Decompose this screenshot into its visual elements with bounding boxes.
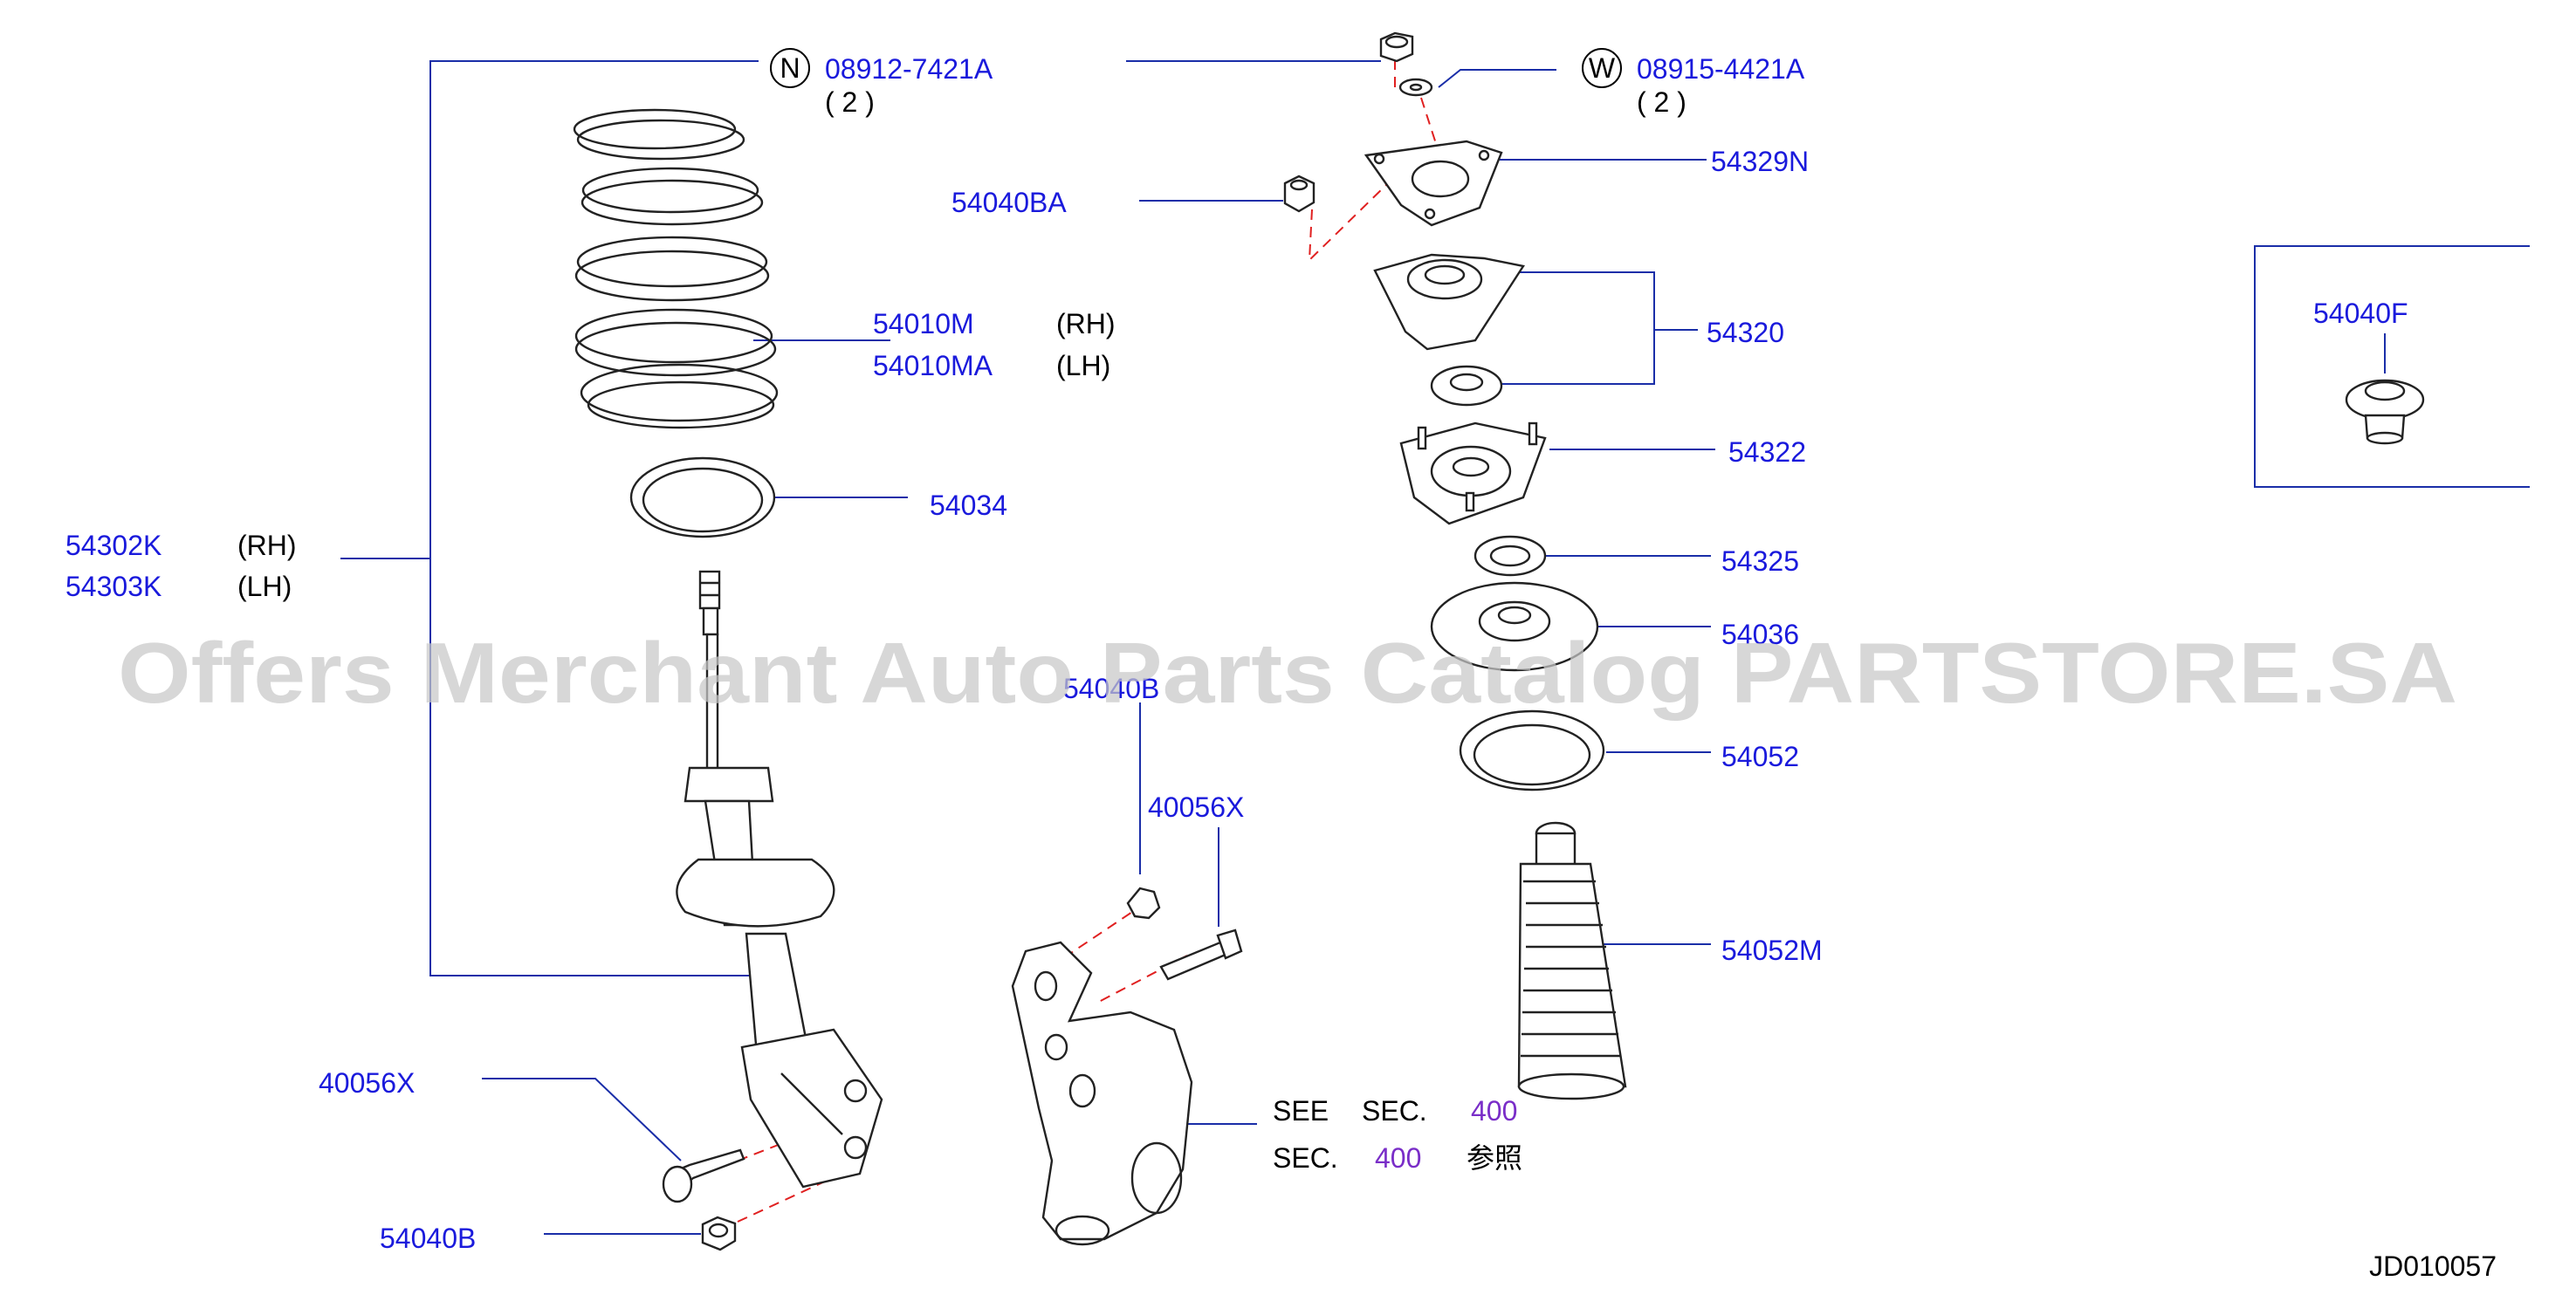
label-54010MA[interactable]: 54010MA <box>873 350 993 381</box>
coil-spring-illustration <box>573 108 779 429</box>
reference-kanji: 参照 <box>1467 1142 1522 1174</box>
label-54036[interactable]: 54036 <box>1721 619 1799 650</box>
label-54040F[interactable]: 54040F <box>2313 298 2408 329</box>
w-quantity: ( 2 ) <box>1637 86 1686 118</box>
label-54320[interactable]: 54320 <box>1707 317 1784 348</box>
label-40056X-left[interactable]: 40056X <box>319 1067 415 1099</box>
bolt-left-illustration <box>662 1148 745 1203</box>
label-54052[interactable]: 54052 <box>1721 741 1799 772</box>
label-54010MA-side: (LH) <box>1056 350 1110 381</box>
n-quantity: ( 2 ) <box>825 86 875 118</box>
label-54040B-bottom[interactable]: 54040B <box>380 1223 476 1254</box>
label-54325[interactable]: 54325 <box>1721 545 1799 577</box>
bump-cap-illustration <box>2345 379 2425 445</box>
washer-illustration <box>1398 78 1433 97</box>
n-symbol: N <box>780 52 800 84</box>
sec-word-1: SEC. <box>1362 1095 1427 1127</box>
upper-seat-illustration <box>1430 581 1599 672</box>
top-nut-illustration <box>1379 31 1414 63</box>
label-54322[interactable]: 54322 <box>1728 436 1806 468</box>
nut-54040ba-illustration <box>1283 175 1315 213</box>
watermark-text: Offers Merchant Auto Parts Catalog PARTS… <box>118 625 2457 721</box>
label-54329N[interactable]: 54329N <box>1711 146 1809 177</box>
nut-bottom-illustration <box>701 1216 737 1251</box>
spring-seat-illustration <box>629 456 776 538</box>
insulator-plate-illustration <box>1364 140 1503 227</box>
label-54010M-side: (RH) <box>1056 308 1116 339</box>
strut-mount-illustration <box>1373 253 1525 407</box>
callout-w: W 08915-4421A ( 2 ) <box>1582 48 1805 118</box>
rubber-seat-illustration <box>1459 709 1605 791</box>
label-54303K[interactable]: 54303K <box>65 571 161 602</box>
dust-boot-illustration <box>1517 821 1627 1100</box>
label-54010M[interactable]: 54010M <box>873 308 974 339</box>
bearing-illustration <box>1473 535 1547 577</box>
bolt-knuckle-illustration <box>1159 928 1243 981</box>
label-54040B-top[interactable]: 54040B <box>1063 673 1159 704</box>
label-54040BA[interactable]: 54040BA <box>951 187 1067 218</box>
label-40056X-top[interactable]: 40056X <box>1148 791 1244 823</box>
sec-word-2: SEC. <box>1273 1142 1338 1174</box>
steering-knuckle-illustration <box>1011 941 1193 1246</box>
section-link-400-1[interactable]: 400 <box>1471 1095 1517 1127</box>
strut-illustration <box>676 570 883 1189</box>
callout-n: N 08912-7421A ( 2 ) <box>770 48 993 118</box>
w-circle <box>1582 48 1622 88</box>
section-link-400-2[interactable]: 400 <box>1375 1142 1421 1174</box>
see-word: SEE <box>1273 1095 1329 1127</box>
n-circle <box>770 48 810 88</box>
w-symbol: W <box>1589 52 1616 84</box>
label-08915-4421A[interactable]: 08915-4421A <box>1637 53 1805 85</box>
nut-top-illustration <box>1126 887 1161 920</box>
label-08912-7421A[interactable]: 08912-7421A <box>825 53 993 85</box>
mount-plate-illustration <box>1399 421 1547 525</box>
see-section-note: SEE SEC. 400 SEC. 400 参照 <box>1273 1095 1522 1174</box>
label-54302K[interactable]: 54302K <box>65 530 161 561</box>
label-54034[interactable]: 54034 <box>930 490 1007 521</box>
label-54302K-side: (RH) <box>237 530 297 561</box>
leader-lines <box>340 60 2530 1235</box>
label-54303K-side: (LH) <box>237 571 292 602</box>
label-54052M[interactable]: 54052M <box>1721 935 1823 966</box>
diagram-code: JD010057 <box>2369 1250 2497 1282</box>
